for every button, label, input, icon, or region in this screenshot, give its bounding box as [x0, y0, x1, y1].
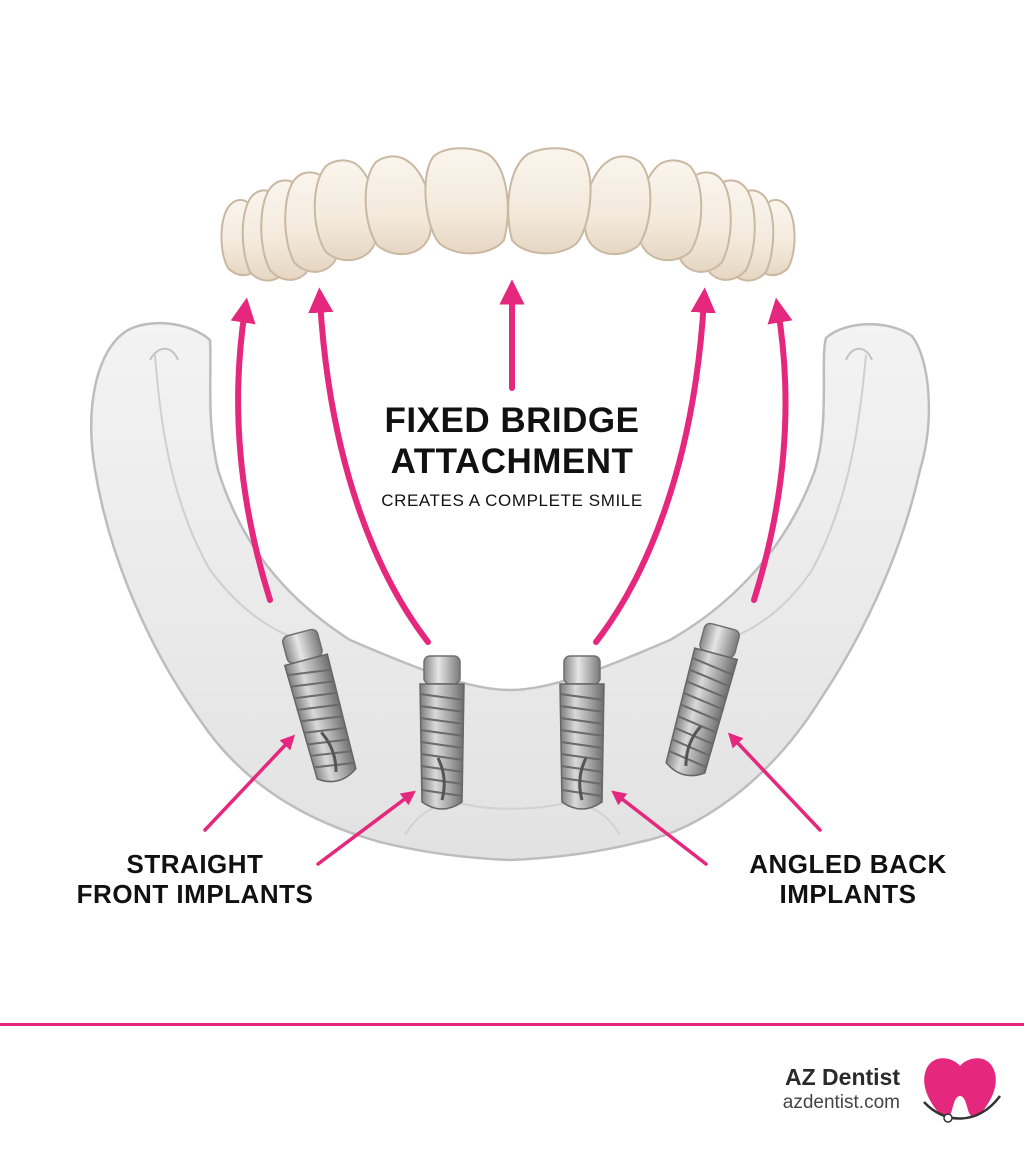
pointer-left-2	[316, 790, 416, 866]
brand-name: AZ Dentist	[785, 1064, 900, 1090]
pointer-right-2	[727, 732, 822, 832]
tooth-logo-icon	[923, 1058, 1002, 1123]
dental-bridge	[220, 147, 796, 282]
bridge-title-line-2: ATTACHMENT	[390, 442, 634, 481]
brand-url[interactable]: azdentist.com	[782, 1092, 900, 1113]
bridge-subtitle: CREATES A COMPLETE SMILE	[381, 491, 643, 510]
straight-implants-label: STRAIGHT FRONT IMPLANTS	[60, 849, 330, 909]
arrow-up-2	[308, 287, 431, 645]
arrow-up-1	[230, 297, 273, 603]
jawbone	[90, 321, 931, 862]
straight-label-line-2: FRONT IMPLANTS	[76, 879, 314, 909]
implant-pointer-arrows	[203, 732, 822, 866]
brand-block: AZ Dentist azdentist.com	[783, 1064, 900, 1115]
implant-right-angled	[665, 622, 741, 777]
arrow-up-5	[751, 297, 793, 603]
implant-center-left-straight	[419, 655, 465, 810]
implant-left-angled	[281, 628, 357, 783]
straight-label-line-1: STRAIGHT	[126, 849, 264, 879]
angled-label-line-2: IMPLANTS	[779, 879, 917, 909]
pointer-left-1	[203, 734, 296, 832]
implant-center-right-straight	[559, 655, 605, 810]
angled-label-line-1: ANGLED BACK	[749, 849, 947, 879]
footer-divider	[0, 1023, 1024, 1026]
attachment-arrows	[230, 279, 793, 645]
bridge-title-line-1: FIXED BRIDGE	[384, 401, 640, 440]
angled-implants-label: ANGLED BACK IMPLANTS	[738, 849, 958, 909]
arrow-up-4	[593, 287, 716, 645]
bridge-title: FIXED BRIDGE ATTACHMENT CREATES A COMPLE…	[352, 400, 672, 512]
pointer-right-1	[611, 790, 708, 866]
